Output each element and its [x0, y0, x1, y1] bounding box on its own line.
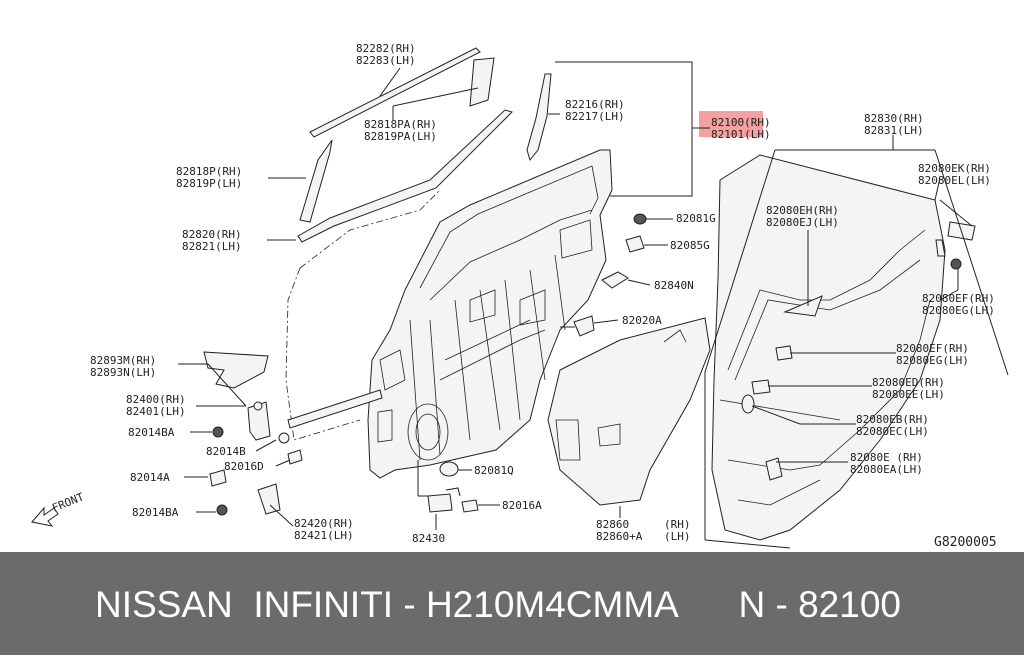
outer-moulding: [299, 47, 495, 223]
glass-run-channel: [297, 109, 513, 243]
label-82080eh: 82080EH(RH): [766, 204, 839, 217]
label-82080ec: 82080EC(LH): [856, 425, 929, 438]
label-82217: 82217(LH): [565, 110, 625, 123]
label-82860-lh: (LH): [664, 530, 691, 543]
label-82860a: 82860+A: [596, 530, 643, 543]
label-82860: 82860: [596, 518, 629, 531]
label-82014ba-1: 82014BA: [128, 426, 175, 439]
diagram-code: G8200005: [934, 535, 997, 550]
label-82400: 82400(RH): [126, 393, 186, 406]
front-arrow-icon: [31, 506, 59, 527]
label-82819p: 82819P(LH): [176, 177, 242, 190]
label-82080ef-b: 82080EF(RH): [896, 342, 969, 355]
label-82216: 82216(RH): [565, 98, 625, 111]
label-82080ej: 82080EJ(LH): [766, 216, 839, 229]
label-82014a: 82014A: [130, 471, 170, 484]
label-82080ek: 82080EK(RH): [918, 162, 991, 175]
door-hinges: [203, 351, 303, 516]
label-82080eg-b: 82080EG(LH): [896, 354, 969, 367]
label-82080ed: 82080ED(RH): [872, 376, 945, 389]
bracket-82100: [555, 61, 693, 197]
label-82401: 82401(LH): [126, 405, 186, 418]
label-82081q: 82081Q: [474, 464, 514, 477]
label-82016d: 82016D: [224, 460, 264, 473]
label-82081g: 82081G: [676, 212, 716, 225]
part-highlight: [699, 111, 763, 137]
label-82819pa: 82819PA(LH): [364, 130, 437, 143]
part-labels: 82282(RH) 82283(LH) 82818PA(RH) 82819PA(…: [50, 42, 996, 550]
label-82893n: 82893N(LH): [90, 366, 156, 379]
door-inner-frame: [367, 149, 613, 479]
belt-moulding: [287, 389, 383, 429]
label-82893m: 82893M(RH): [90, 354, 156, 367]
small-fasteners: [427, 213, 647, 513]
label-82821: 82821(LH): [182, 240, 242, 253]
label-82430: 82430: [412, 532, 445, 545]
parts-diagram: 82282(RH) 82283(LH) 82818PA(RH) 82819PA(…: [31, 42, 1009, 550]
label-82818p: 82818P(RH): [176, 165, 242, 178]
label-82080ef-a: 82080EF(RH): [922, 292, 995, 305]
label-82100: 82100(RH): [711, 116, 771, 129]
armrest-pad: [547, 317, 711, 506]
door-outer-panel: [285, 189, 441, 441]
label-82080eb: 82080EB(RH): [856, 413, 929, 426]
label-82014ba-2: 82014BA: [132, 506, 179, 519]
label-82014b: 82014B: [206, 445, 246, 458]
label-82840n: 82840N: [654, 279, 694, 292]
label-82831: 82831(LH): [864, 124, 924, 137]
label-82282: 82282(RH): [356, 42, 416, 55]
label-82020a: 82020A: [622, 314, 662, 327]
label-82283: 82283(LH): [356, 54, 416, 67]
label-82830: 82830(RH): [864, 112, 924, 125]
label-82101: 82101(LH): [711, 128, 771, 141]
label-82860-rh: (RH): [664, 518, 691, 531]
label-82080ea: 82080EA(LH): [850, 463, 923, 476]
label-82080eg-a: 82080EG(LH): [922, 304, 995, 317]
label-82421: 82421(LH): [294, 529, 354, 542]
label-82085g: 82085G: [670, 239, 710, 252]
footer-caption: NISSAN INFINITI - H210M4CMMA N - 82100: [95, 584, 901, 625]
label-82016a: 82016A: [502, 499, 542, 512]
sash-trim: [526, 73, 552, 162]
label-82820: 82820(RH): [182, 228, 242, 241]
label-82080el: 82080EL(LH): [918, 174, 991, 187]
label-82420: 82420(RH): [294, 517, 354, 530]
label-82080e: 82080E (RH): [850, 451, 923, 464]
footer-bar: [0, 552, 1024, 655]
label-82080ee: 82080EE(LH): [872, 388, 945, 401]
leader-lines: [178, 67, 973, 530]
door-trim-board: [711, 154, 976, 541]
label-front: FRONT: [50, 490, 86, 515]
label-82818pa: 82818PA(RH): [364, 118, 437, 131]
trim-outline-box: [704, 149, 1009, 549]
diagram-svg: 82282(RH) 82283(LH) 82818PA(RH) 82819PA(…: [31, 42, 1009, 550]
